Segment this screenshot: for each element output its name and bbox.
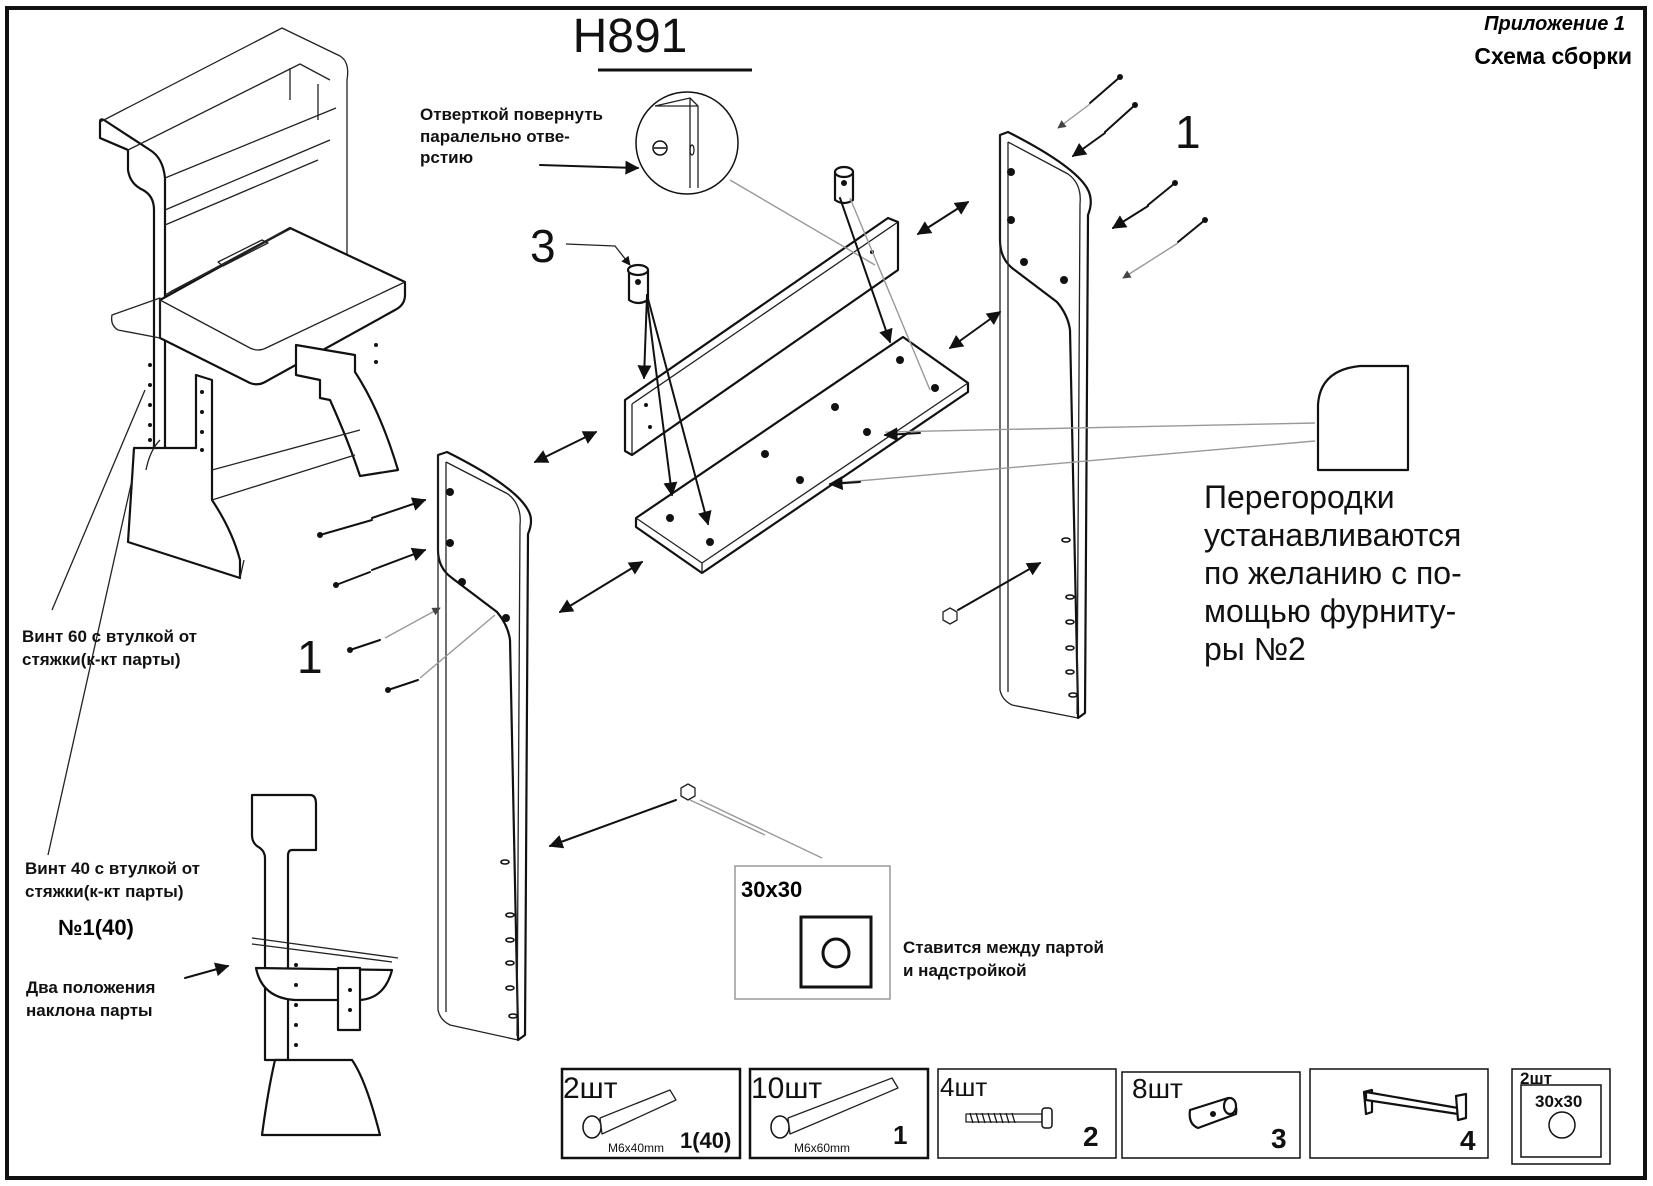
appendix-label: Приложение 1 bbox=[1484, 13, 1625, 35]
spacer-right bbox=[942, 562, 1042, 625]
cam-fitting-3-right bbox=[833, 165, 855, 205]
label-3: 3 bbox=[530, 220, 556, 272]
spacer-note: Ставится между партой и надстройкой bbox=[903, 938, 1104, 980]
assembled-desk-illustration bbox=[98, 27, 407, 580]
svg-text:наклона парты: наклона парты bbox=[26, 1001, 153, 1020]
svg-text:и надстройкой: и надстройкой bbox=[903, 961, 1027, 980]
svg-text:ры №2: ры №2 bbox=[1204, 631, 1306, 667]
screw-m6x60-icon bbox=[770, 1077, 899, 1139]
spacer-center bbox=[548, 783, 823, 859]
part-1-qty: 10шт bbox=[751, 1072, 822, 1105]
left-side-panel bbox=[436, 450, 533, 1042]
model-title: Н891 bbox=[573, 10, 688, 63]
parts-row bbox=[560, 1067, 1611, 1165]
svg-text:устанавливаются: устанавливаются bbox=[1204, 517, 1461, 553]
page-frame bbox=[5, 6, 1647, 1180]
shelf-board bbox=[634, 335, 970, 575]
part-spacer-qty: 2шт bbox=[1520, 1069, 1552, 1088]
part-box-spacer bbox=[1511, 1068, 1611, 1165]
part-3-num: 3 bbox=[1271, 1123, 1287, 1154]
part-box-1-40 bbox=[560, 1067, 742, 1160]
right-panel-slots bbox=[1061, 537, 1078, 698]
bracket-icon bbox=[1362, 1088, 1468, 1122]
svg-text:Винт 60 с втулкой от: Винт 60 с втулкой от bbox=[22, 627, 197, 646]
screw40-note: Винт 40 с втулкой от стяжки(к-кт парты) bbox=[25, 859, 200, 901]
screws-right-panel bbox=[1057, 74, 1208, 279]
svg-text:стяжки(к-кт парты): стяжки(к-кт парты) bbox=[25, 882, 184, 901]
partitions-note: Перегородки устанавливаются по желанию с… bbox=[1204, 479, 1462, 667]
screw60-note: Винт 60 с втулкой от стяжки(к-кт парты) bbox=[22, 627, 197, 669]
screwdriver-note: Отверткой повернуть паралельно отве- рст… bbox=[420, 105, 603, 167]
part-2-qty: 4шт bbox=[940, 1072, 987, 1102]
no1-label: №1(40) bbox=[58, 915, 134, 940]
cam-fitting-icon bbox=[1188, 1096, 1238, 1130]
screw-m6x40-icon bbox=[582, 1089, 677, 1139]
spacer-detail-box bbox=[734, 865, 891, 1000]
part-1-size: М6х60mm bbox=[794, 1141, 850, 1155]
scheme-title: Схема сборки bbox=[1474, 43, 1632, 69]
svg-text:Отверткой повернуть: Отверткой повернуть bbox=[420, 105, 603, 124]
part-box-1 bbox=[748, 1067, 930, 1160]
desk-holes bbox=[148, 343, 378, 452]
partition-profile-icon bbox=[834, 364, 1410, 484]
part-2-num: 2 bbox=[1083, 1121, 1099, 1152]
part-box-2 bbox=[937, 1068, 1117, 1159]
spacer-icon bbox=[1548, 1111, 1576, 1139]
screwdriver-detail-callout bbox=[635, 91, 876, 266]
svg-text:Ставится между партой: Ставится между партой bbox=[903, 938, 1104, 957]
svg-text:стяжки(к-кт парты): стяжки(к-кт парты) bbox=[22, 650, 181, 669]
right-side-panel bbox=[998, 130, 1092, 720]
part-3-qty: 8шт bbox=[1132, 1073, 1183, 1104]
svg-text:рстию: рстию bbox=[420, 148, 473, 167]
parts-labels: 2шт М6х40mm 1(40) 10шт М6х60mm 1 4шт 2 8… bbox=[563, 1069, 1582, 1156]
shelf-holes bbox=[666, 356, 939, 546]
svg-text:паралельно отве-: паралельно отве- bbox=[420, 127, 570, 146]
part-1-num: 1 bbox=[893, 1120, 907, 1150]
wood-screw-icon bbox=[965, 1107, 1053, 1129]
label-1-left: 1 bbox=[297, 631, 323, 683]
svg-text:Два положения: Два положения bbox=[26, 978, 155, 997]
svg-text:Перегородки: Перегородки bbox=[1204, 479, 1395, 515]
cam-fitting-3-left bbox=[626, 263, 650, 305]
part-4-num: 4 bbox=[1460, 1125, 1476, 1156]
spacer-size: 30х30 bbox=[741, 877, 802, 902]
part-spacer-size: 30х30 bbox=[1535, 1092, 1582, 1111]
svg-text:по желанию с по-: по желанию с по- bbox=[1204, 555, 1462, 591]
part-box-3 bbox=[1121, 1071, 1301, 1159]
part-1-40-qty: 2шт bbox=[563, 1072, 618, 1105]
svg-text:Винт 40 с втулкой от: Винт 40 с втулкой от bbox=[25, 859, 200, 878]
left-panel-slots bbox=[500, 859, 518, 1019]
part-1-40-size: М6х40mm bbox=[608, 1141, 664, 1155]
part-1-40-num: 1(40) bbox=[680, 1128, 731, 1153]
label-1-top: 1 bbox=[1175, 106, 1201, 158]
screws-left-panel bbox=[317, 497, 496, 693]
side-view-desk-illustration bbox=[250, 793, 399, 1137]
part-box-4 bbox=[1309, 1068, 1489, 1159]
tilt-note: Два положения наклона парты bbox=[26, 978, 155, 1020]
svg-text:мощью фурниту-: мощью фурниту- bbox=[1204, 593, 1456, 629]
